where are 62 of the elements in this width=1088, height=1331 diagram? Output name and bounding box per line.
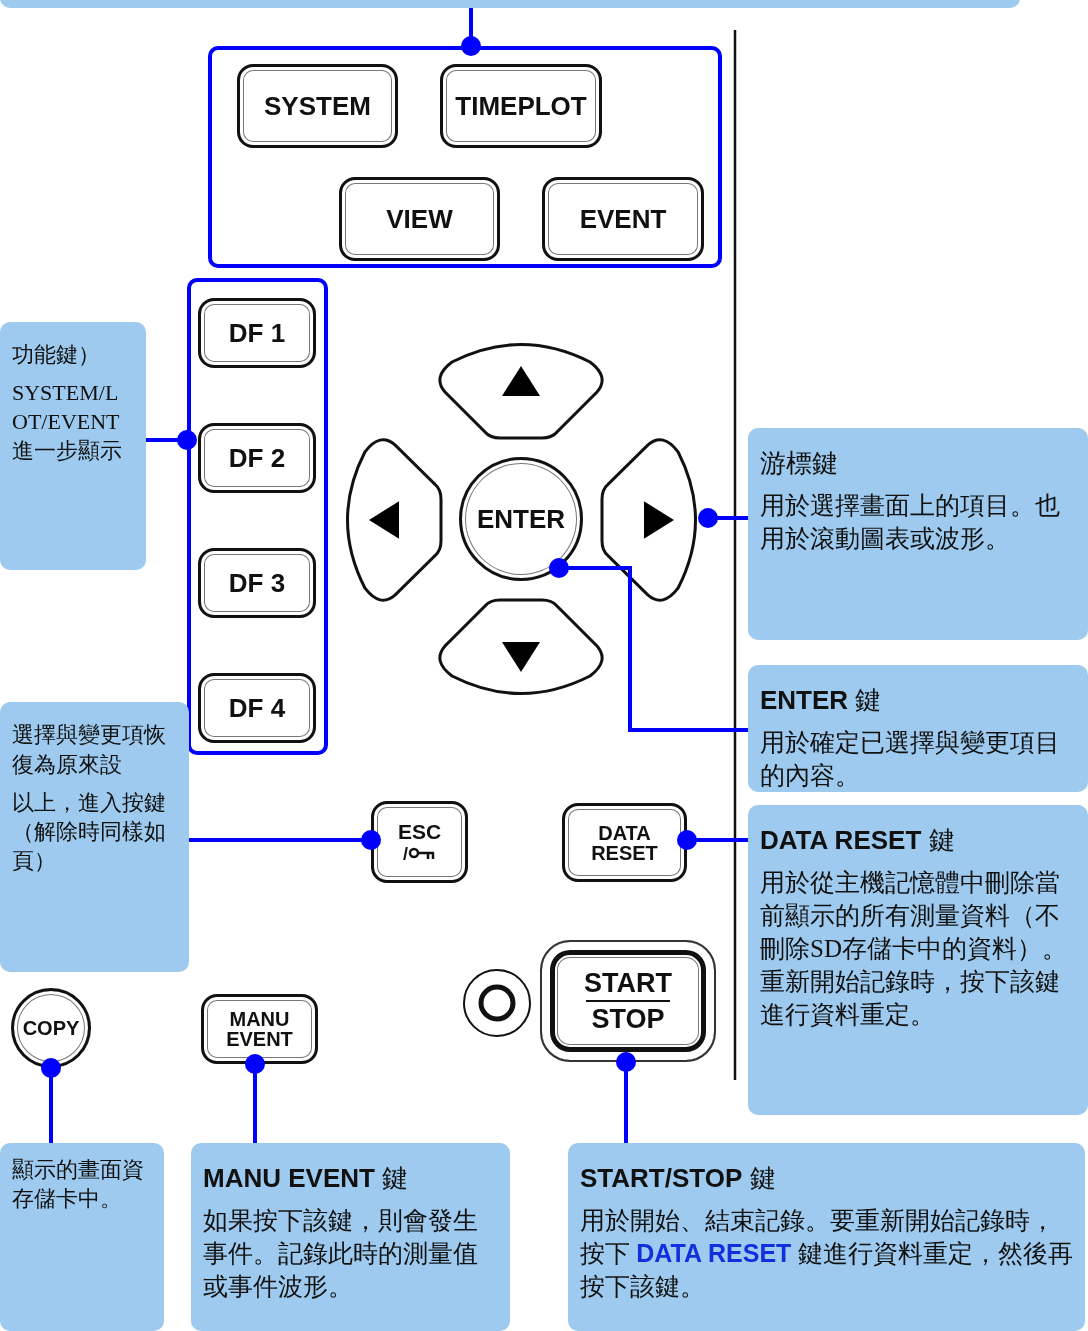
- key-label: VIEW: [386, 206, 453, 232]
- callout-text: 用於開始、結束記錄。要重新開始記錄時，按下 DATA RESET 鍵進行資料重定，然後再按下該鍵。: [580, 1206, 1073, 1302]
- leader-line: [616, 1052, 636, 1143]
- key: [540, 940, 716, 1062]
- key: [542, 177, 704, 261]
- callout-heading: 功能鍵）: [12, 341, 101, 369]
- leader-line: [189, 830, 381, 850]
- key-label: SYSTEM: [264, 93, 371, 119]
- callout-box: [748, 805, 1088, 1115]
- callout-heading: MANU EVENT 鍵: [203, 1162, 410, 1195]
- leader-line: [698, 508, 748, 528]
- key: [198, 298, 316, 368]
- leader-line: [245, 1054, 265, 1143]
- key-label: EVENT: [579, 206, 667, 232]
- leader-line: [146, 430, 197, 450]
- key-label: DF 1: [228, 320, 286, 346]
- key-label: DF 3: [228, 570, 286, 596]
- callout-text: 用於確定已選擇與變更項目的內容。: [760, 728, 1061, 791]
- key: [339, 177, 500, 261]
- callout-heading: 選擇與變更項恢復為原來設: [12, 721, 167, 779]
- key: [198, 548, 316, 618]
- callout-text: 以上，進入按鍵（解除時同樣如頁）: [12, 789, 167, 876]
- callout-box: [191, 1143, 510, 1331]
- key: [237, 64, 398, 148]
- key-label: COPY: [22, 1018, 80, 1038]
- key-group-frame: [187, 278, 328, 755]
- callout-text: SYSTEM/LOT/EVENT進一步顯示: [12, 379, 123, 466]
- callout-text: 如果按下該鍵，則會發生事件。記錄此時的測量值或事件波形。: [203, 1206, 479, 1302]
- callout-box: [0, 322, 146, 570]
- key-label: TIMEPLOT: [455, 93, 587, 119]
- callout-heading: DATA RESET 鍵: [760, 824, 956, 857]
- leader-line: [41, 1058, 61, 1143]
- callout-text: 用於從主機記憶體中刪除當前顯示的所有測量資料（不刪除SD存儲卡中的資料）。重新開始記錄時，按下該鍵進行資料重定。: [760, 868, 1068, 1030]
- callout-text: 用於選擇畫面上的項目。也用於滾動圖表或波形。: [760, 491, 1061, 554]
- callout-box: [748, 665, 1088, 792]
- key-label: STOP: [591, 1005, 665, 1033]
- key-label: ENTER: [476, 506, 566, 532]
- key-group-frame: [208, 46, 722, 268]
- callout-heading: ENTER 鍵: [760, 684, 883, 717]
- callout-box: [748, 428, 1088, 640]
- callout-text: 顯示的畫面資存儲卡中。: [12, 1156, 145, 1214]
- leader-line: [461, 8, 481, 56]
- callout-box: [0, 1143, 164, 1331]
- key: [201, 994, 318, 1064]
- callout-heading: START/STOP 鍵: [580, 1162, 777, 1195]
- callout-box: [0, 702, 189, 972]
- callout-heading: 游標鍵: [760, 447, 839, 480]
- key-label: START: [584, 969, 672, 997]
- callout-box: [568, 1143, 1085, 1331]
- key-label: MANU EVENT: [225, 1009, 294, 1049]
- key-label: DF 4: [228, 695, 286, 721]
- key-label: DF 2: [228, 445, 286, 471]
- key-label: /: [403, 845, 408, 863]
- key: [562, 803, 687, 882]
- leader-line: [677, 830, 748, 850]
- key: [198, 673, 316, 743]
- key-label: DATA RESET: [590, 822, 659, 863]
- key: [198, 423, 316, 493]
- key: [371, 801, 468, 883]
- key: [440, 64, 602, 148]
- key-label: ESC: [397, 821, 442, 842]
- leader-line: [549, 558, 748, 732]
